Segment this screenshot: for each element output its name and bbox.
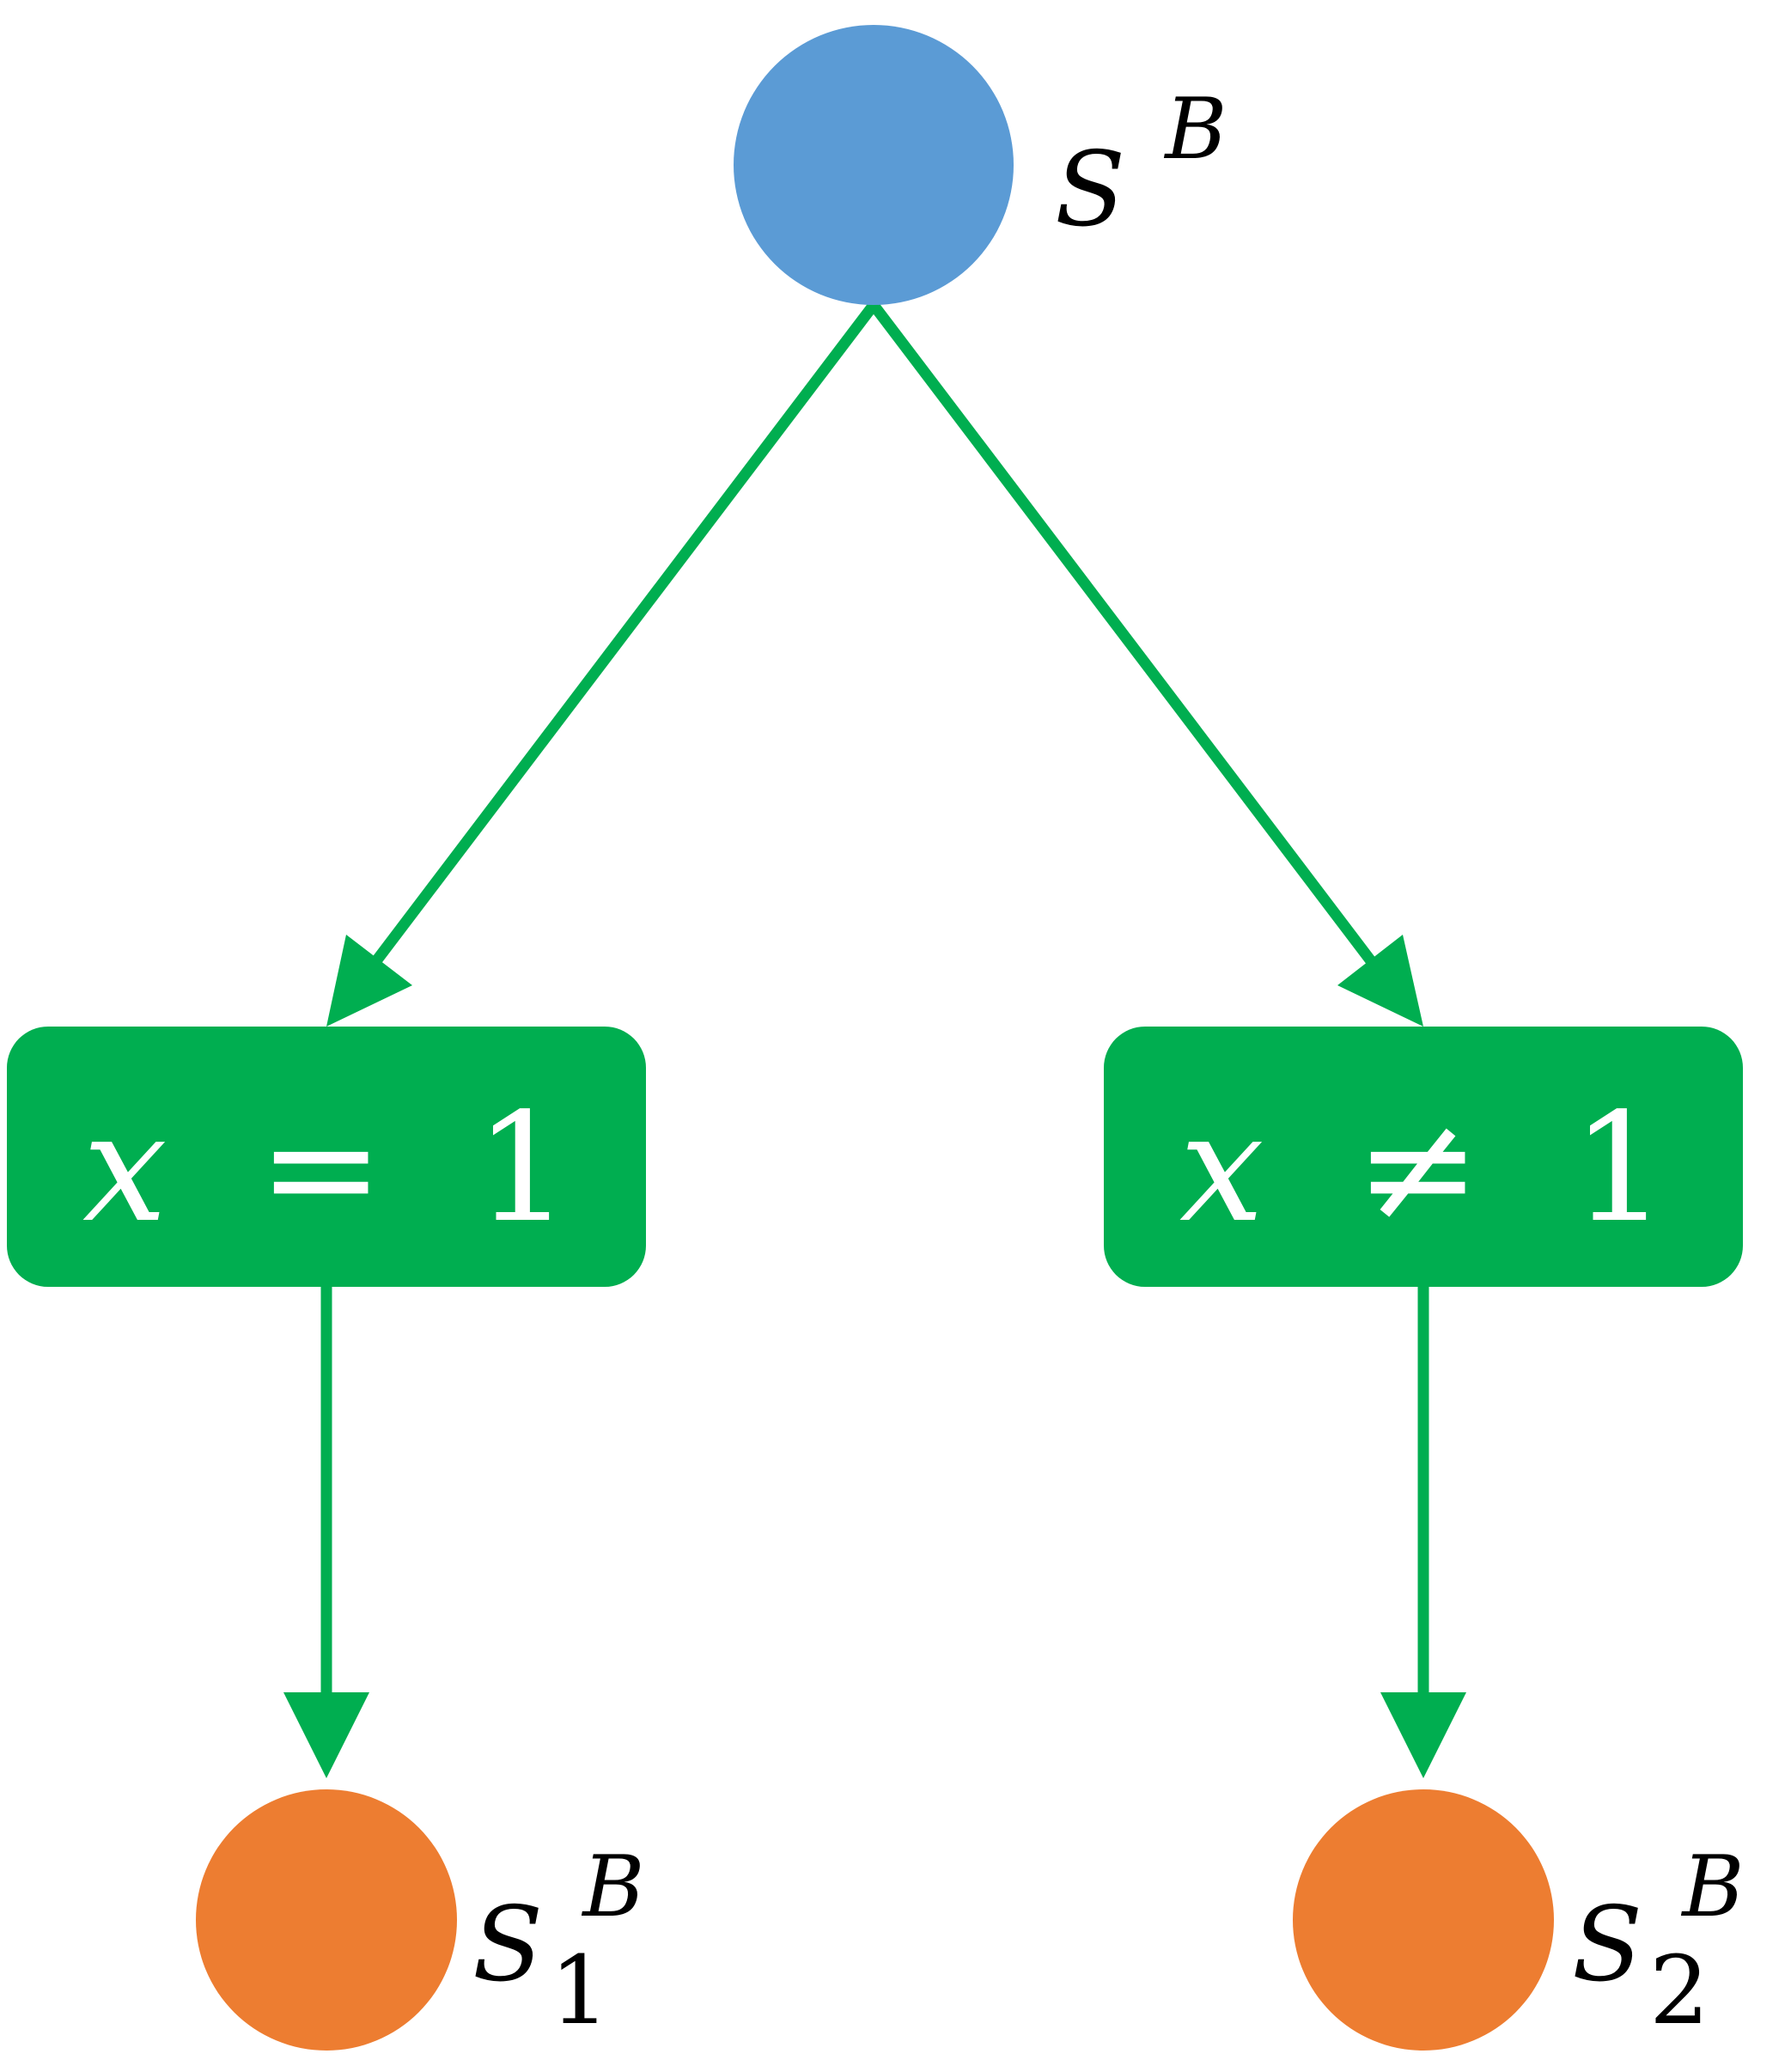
- edge-root-to-right-box: [868, 302, 1377, 966]
- condition-left-text: x = 1: [82, 1082, 570, 1256]
- condition-box-left: x = 1: [7, 1027, 646, 1287]
- root-label-superscript: B: [1163, 81, 1227, 179]
- condition-left-operator: =: [258, 1082, 384, 1256]
- edges: [283, 302, 1466, 1778]
- condition-right-operator: ≠: [1355, 1082, 1481, 1256]
- right-leaf-label-symbol: S: [1572, 1886, 1642, 2005]
- condition-left-var: x: [82, 1082, 168, 1256]
- arrowhead-left-box: [326, 935, 412, 1027]
- condition-left-value: 1: [475, 1082, 570, 1256]
- condition-box-right-bg: [1104, 1027, 1743, 1287]
- condition-right-var: x: [1179, 1082, 1264, 1256]
- left-leaf-label-superscript: B: [581, 1838, 644, 1936]
- right-leaf-label-subscript: 2: [1649, 1935, 1709, 2045]
- right-leaf-label-superscript: B: [1680, 1838, 1744, 1936]
- root-node-label: S B: [1055, 81, 1227, 250]
- left-leaf-label-symbol: S: [472, 1886, 543, 2005]
- root-node: [734, 25, 1014, 305]
- root-label-symbol: S: [1055, 131, 1125, 250]
- condition-box-right: x ≠ 1: [1104, 1027, 1743, 1287]
- arrowhead-right-box: [1337, 935, 1423, 1027]
- left-leaf-label: S B 1: [472, 1821, 678, 2045]
- condition-box-left-bg: [7, 1027, 646, 1287]
- arrowhead-left-leaf: [283, 1692, 369, 1778]
- edge-root-to-left-box: [370, 302, 879, 966]
- left-leaf-node: [196, 1789, 457, 2051]
- left-leaf-label-subscript: 1: [550, 1935, 610, 2045]
- right-leaf-node: [1293, 1789, 1554, 2051]
- right-leaf-label: S B 2: [1572, 1821, 1777, 2045]
- condition-right-text: x ≠ 1: [1179, 1082, 1667, 1256]
- arrowhead-right-leaf: [1380, 1692, 1466, 1778]
- condition-right-value: 1: [1572, 1082, 1667, 1256]
